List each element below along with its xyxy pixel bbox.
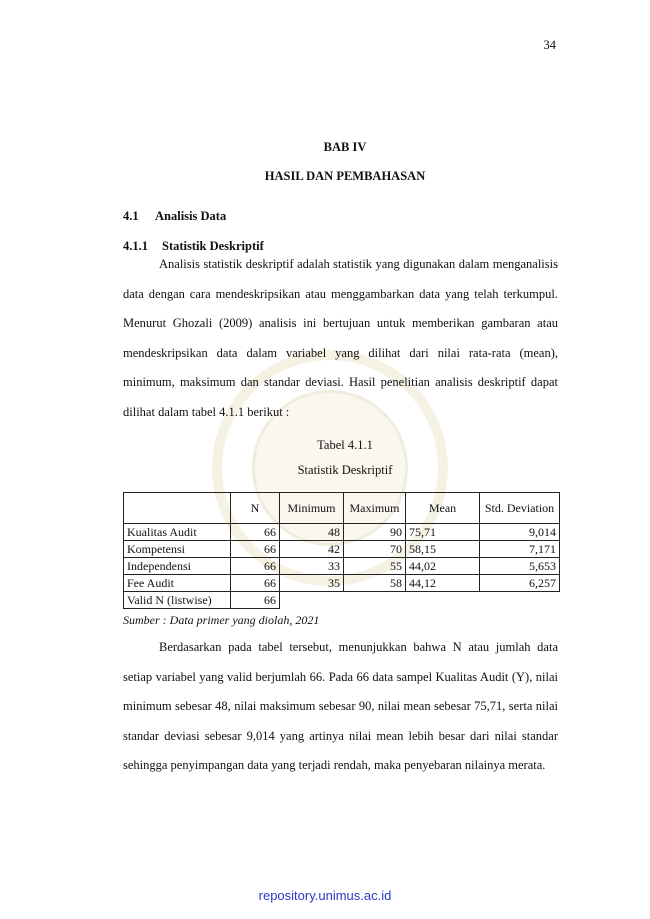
- descriptive-statistics-table: N Minimum Maximum Mean Std. Deviation Ku…: [123, 492, 560, 609]
- subsection-heading-4-1-1: 4.1.1 Statistik Deskriptif: [123, 239, 264, 254]
- cell-std-deviation: 6,257: [479, 574, 560, 592]
- cell-mean: 44,12: [405, 574, 480, 592]
- table-row: Independensi 66 33 55 44,02 5,653: [123, 557, 560, 575]
- row-label: Kompetensi: [123, 540, 231, 558]
- cell-n: 66: [230, 540, 280, 558]
- table-row: Fee Audit 66 35 58 44,12 6,257: [123, 574, 560, 592]
- header-blank-cell: [123, 492, 231, 524]
- page-number: 34: [543, 38, 557, 52]
- header-mean: Mean: [405, 492, 480, 524]
- cell-minimum: 33: [279, 557, 344, 575]
- table-row: Kualitas Audit 66 48 90 75,71 9,014: [123, 523, 560, 541]
- row-label: Kualitas Audit: [123, 523, 231, 541]
- cell-std-deviation: 5,653: [479, 557, 560, 575]
- cell-maximum: 55: [343, 557, 406, 575]
- cell-n: 66: [230, 523, 280, 541]
- cell-maximum: 90: [343, 523, 406, 541]
- cell-std-deviation: 7,171: [479, 540, 560, 558]
- repository-footer-link[interactable]: repository.unimus.ac.id: [258, 888, 392, 903]
- paragraph-text: Analisis statistik deskriptif adalah sta…: [123, 257, 558, 419]
- row-label: Valid N (listwise): [123, 591, 231, 609]
- header-std-deviation: Std. Deviation: [479, 492, 560, 524]
- header-minimum: Minimum: [279, 492, 344, 524]
- chapter-title: HASIL DAN PEMBAHASAN: [264, 169, 426, 183]
- row-label: Fee Audit: [123, 574, 231, 592]
- cell-minimum: 35: [279, 574, 344, 592]
- cell-minimum: 42: [279, 540, 344, 558]
- body-paragraph-interpretation: Berdasarkan pada tabel tersebut, menunju…: [123, 633, 558, 781]
- cell-n: 66: [230, 591, 280, 609]
- cell-mean: 44,02: [405, 557, 480, 575]
- cell-minimum: 48: [279, 523, 344, 541]
- cell-n: 66: [230, 574, 280, 592]
- cell-mean: 75,71: [405, 523, 480, 541]
- section-heading-4-1: 4.1 Analisis Data: [123, 209, 226, 224]
- table-header-row: N Minimum Maximum Mean Std. Deviation: [123, 492, 560, 524]
- header-maximum: Maximum: [343, 492, 406, 524]
- cell-n: 66: [230, 557, 280, 575]
- row-label: Independensi: [123, 557, 231, 575]
- table-caption-title: Statistik Deskriptif: [297, 463, 393, 477]
- cell-maximum: 70: [343, 540, 406, 558]
- table-caption-number: Tabel 4.1.1: [317, 438, 373, 452]
- body-paragraph-intro: Analisis statistik deskriptif adalah sta…: [123, 250, 558, 428]
- cell-maximum: 58: [343, 574, 406, 592]
- paragraph-text: Berdasarkan pada tabel tersebut, menunju…: [123, 640, 558, 773]
- section-title: Analisis Data: [155, 209, 227, 223]
- table-row-valid-n: Valid N (listwise) 66: [123, 591, 560, 609]
- section-number: 4.1: [123, 209, 139, 223]
- cell-std-deviation: 9,014: [479, 523, 560, 541]
- chapter-number: BAB IV: [323, 140, 367, 154]
- header-n: N: [230, 492, 280, 524]
- subsection-number: 4.1.1: [123, 239, 148, 253]
- subsection-title: Statistik Deskriptif: [162, 239, 264, 253]
- table-source-note: Sumber : Data primer yang diolah, 2021: [123, 613, 320, 627]
- empty-cell: [279, 591, 560, 609]
- table-row: Kompetensi 66 42 70 58,15 7,171: [123, 540, 560, 558]
- cell-mean: 58,15: [405, 540, 480, 558]
